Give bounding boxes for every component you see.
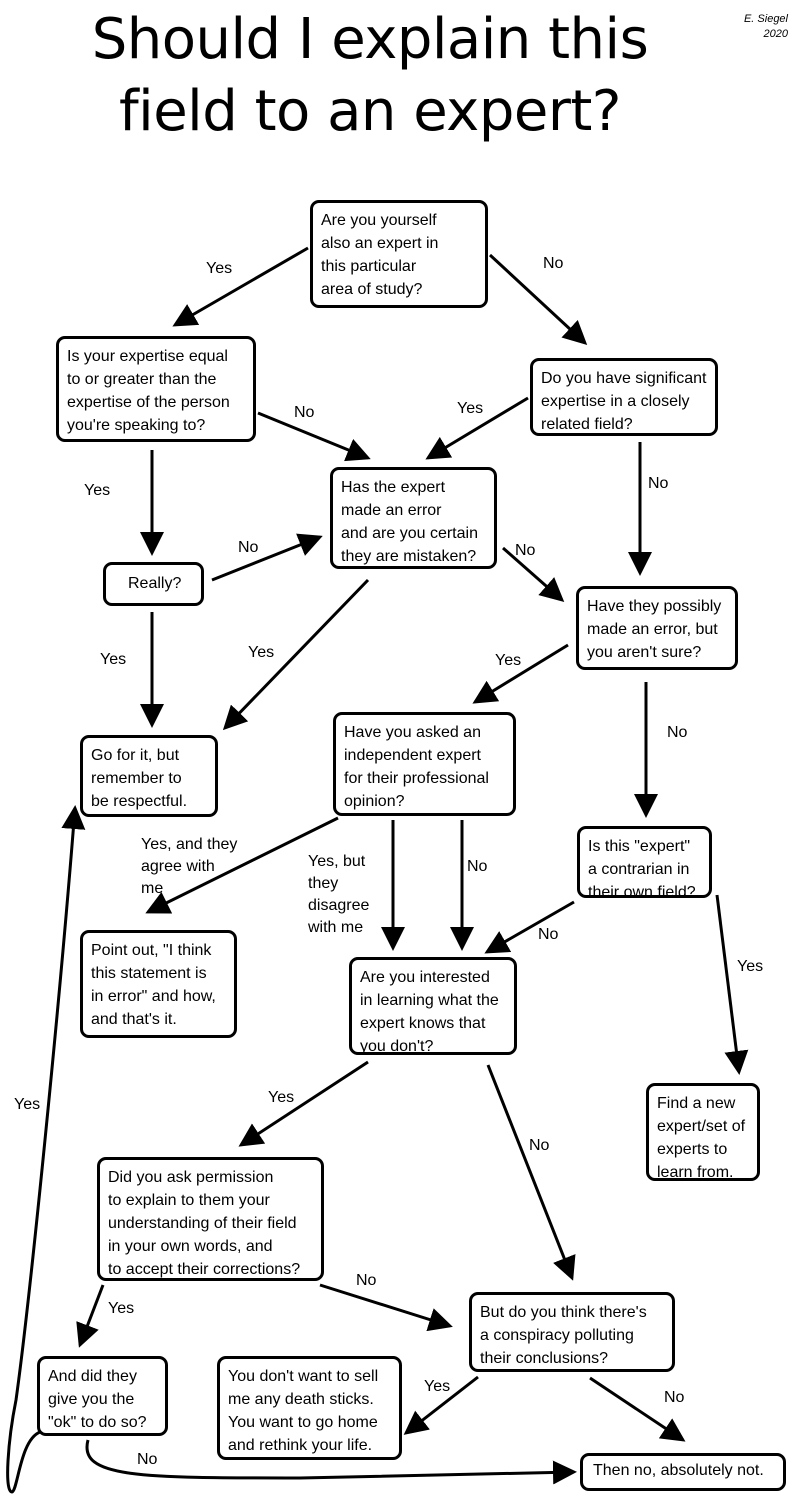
arrow-conspiracy-no	[589, 1376, 686, 1442]
node-asked-independent: Have you asked an independent expert for…	[333, 712, 516, 816]
title-line-1: Should I explain this	[91, 7, 649, 72]
arrow-interested-yes	[238, 1060, 369, 1147]
node-conspiracy: But do you think there's a conspiracy po…	[469, 1292, 675, 1372]
edge-label: No	[238, 539, 259, 556]
edge-label: No	[543, 255, 564, 272]
edge-label: Yes	[424, 1378, 451, 1395]
node-contrarian: Is this "expert" a contrarian in their o…	[577, 826, 712, 901]
arrow-expert-yes	[172, 246, 309, 327]
edge-label: Yes	[100, 651, 127, 668]
node-expert-error: Has the expert made an error and are you…	[330, 467, 497, 569]
node-go-for-it: Go for it, but remember to be respectful…	[80, 735, 218, 817]
arrow-contrarian-yes	[715, 894, 749, 1075]
node-interested: Are you interested in learning what the …	[349, 957, 517, 1055]
arrow-error-yes	[222, 578, 370, 731]
arrow-really-no	[211, 533, 323, 582]
edge-label: Yes	[457, 400, 484, 417]
node-related-field: Do you have significant expertise in a c…	[530, 358, 718, 436]
edge-label: No	[648, 475, 669, 492]
arrow-error-no	[502, 546, 565, 602]
node-point-out: Point out, "I think this statement is in…	[80, 930, 237, 1038]
arrow-conspiracy-yes	[403, 1375, 479, 1435]
node-ask-permission: Did you ask permission to explain to the…	[97, 1157, 324, 1281]
edge-label: Yes	[84, 482, 111, 499]
edge-label: No	[515, 542, 536, 559]
edge-label: Yes, and they agree with me	[141, 836, 238, 897]
author-credit: E. Siegel 2020	[744, 12, 788, 42]
edge-label: No	[538, 926, 559, 943]
edge-label: Yes	[268, 1089, 295, 1106]
edge-label: No	[294, 404, 315, 421]
title-line-2: field to an expert?	[118, 79, 622, 144]
edge-label: Yes	[495, 652, 522, 669]
edge-label: Yes	[108, 1300, 135, 1317]
node-really: Really?	[103, 562, 204, 606]
edge-label: Yes	[737, 958, 764, 975]
node-expert-yourself: Are you yourself also an expert in this …	[310, 200, 488, 308]
arrow-ok-yes	[6, 805, 86, 1494]
node-expertise-equal: Is your expertise equal to or greater th…	[56, 336, 256, 442]
arrow-permission-yes	[76, 1284, 105, 1348]
arrow-expert-no	[488, 253, 588, 346]
node-no-absolutely: Then no, absolutely not.	[580, 1453, 786, 1491]
arrow-asked-yes-agree	[145, 816, 339, 914]
edge-label: No	[356, 1272, 377, 1289]
edge-label: No	[137, 1451, 158, 1468]
arrow-possibly-yes	[472, 643, 569, 704]
edge-label: No	[664, 1389, 685, 1406]
edge-label: Yes, but they disagree with me	[308, 853, 370, 936]
edge-label: Yes	[14, 1096, 41, 1113]
node-ok: And did they give you the "ok" to do so?	[37, 1356, 168, 1436]
arrow-interested-no	[486, 1064, 576, 1281]
edge-label: No	[667, 724, 688, 741]
arrow-contrarian-no	[484, 900, 575, 954]
page-title: Should I explain this field to an expert…	[60, 4, 680, 148]
node-possibly-error: Have they possibly made an error, but yo…	[576, 586, 738, 670]
edge-label: No	[529, 1137, 550, 1154]
credit-author: E. Siegel	[743, 13, 788, 25]
edge-label: No	[467, 858, 488, 875]
node-find-new: Find a new expert/set of experts to lear…	[646, 1083, 760, 1181]
arrow-equal-no	[257, 411, 371, 462]
edge-label: Yes	[206, 260, 233, 277]
arrow-permission-no	[319, 1283, 453, 1332]
arrow-related-yes	[425, 396, 529, 460]
node-death-sticks: You don't want to sell me any death stic…	[217, 1356, 402, 1460]
arrow-ok-no	[85, 1439, 577, 1485]
edge-label: Yes	[248, 644, 275, 661]
credit-year: 2020	[763, 28, 788, 40]
